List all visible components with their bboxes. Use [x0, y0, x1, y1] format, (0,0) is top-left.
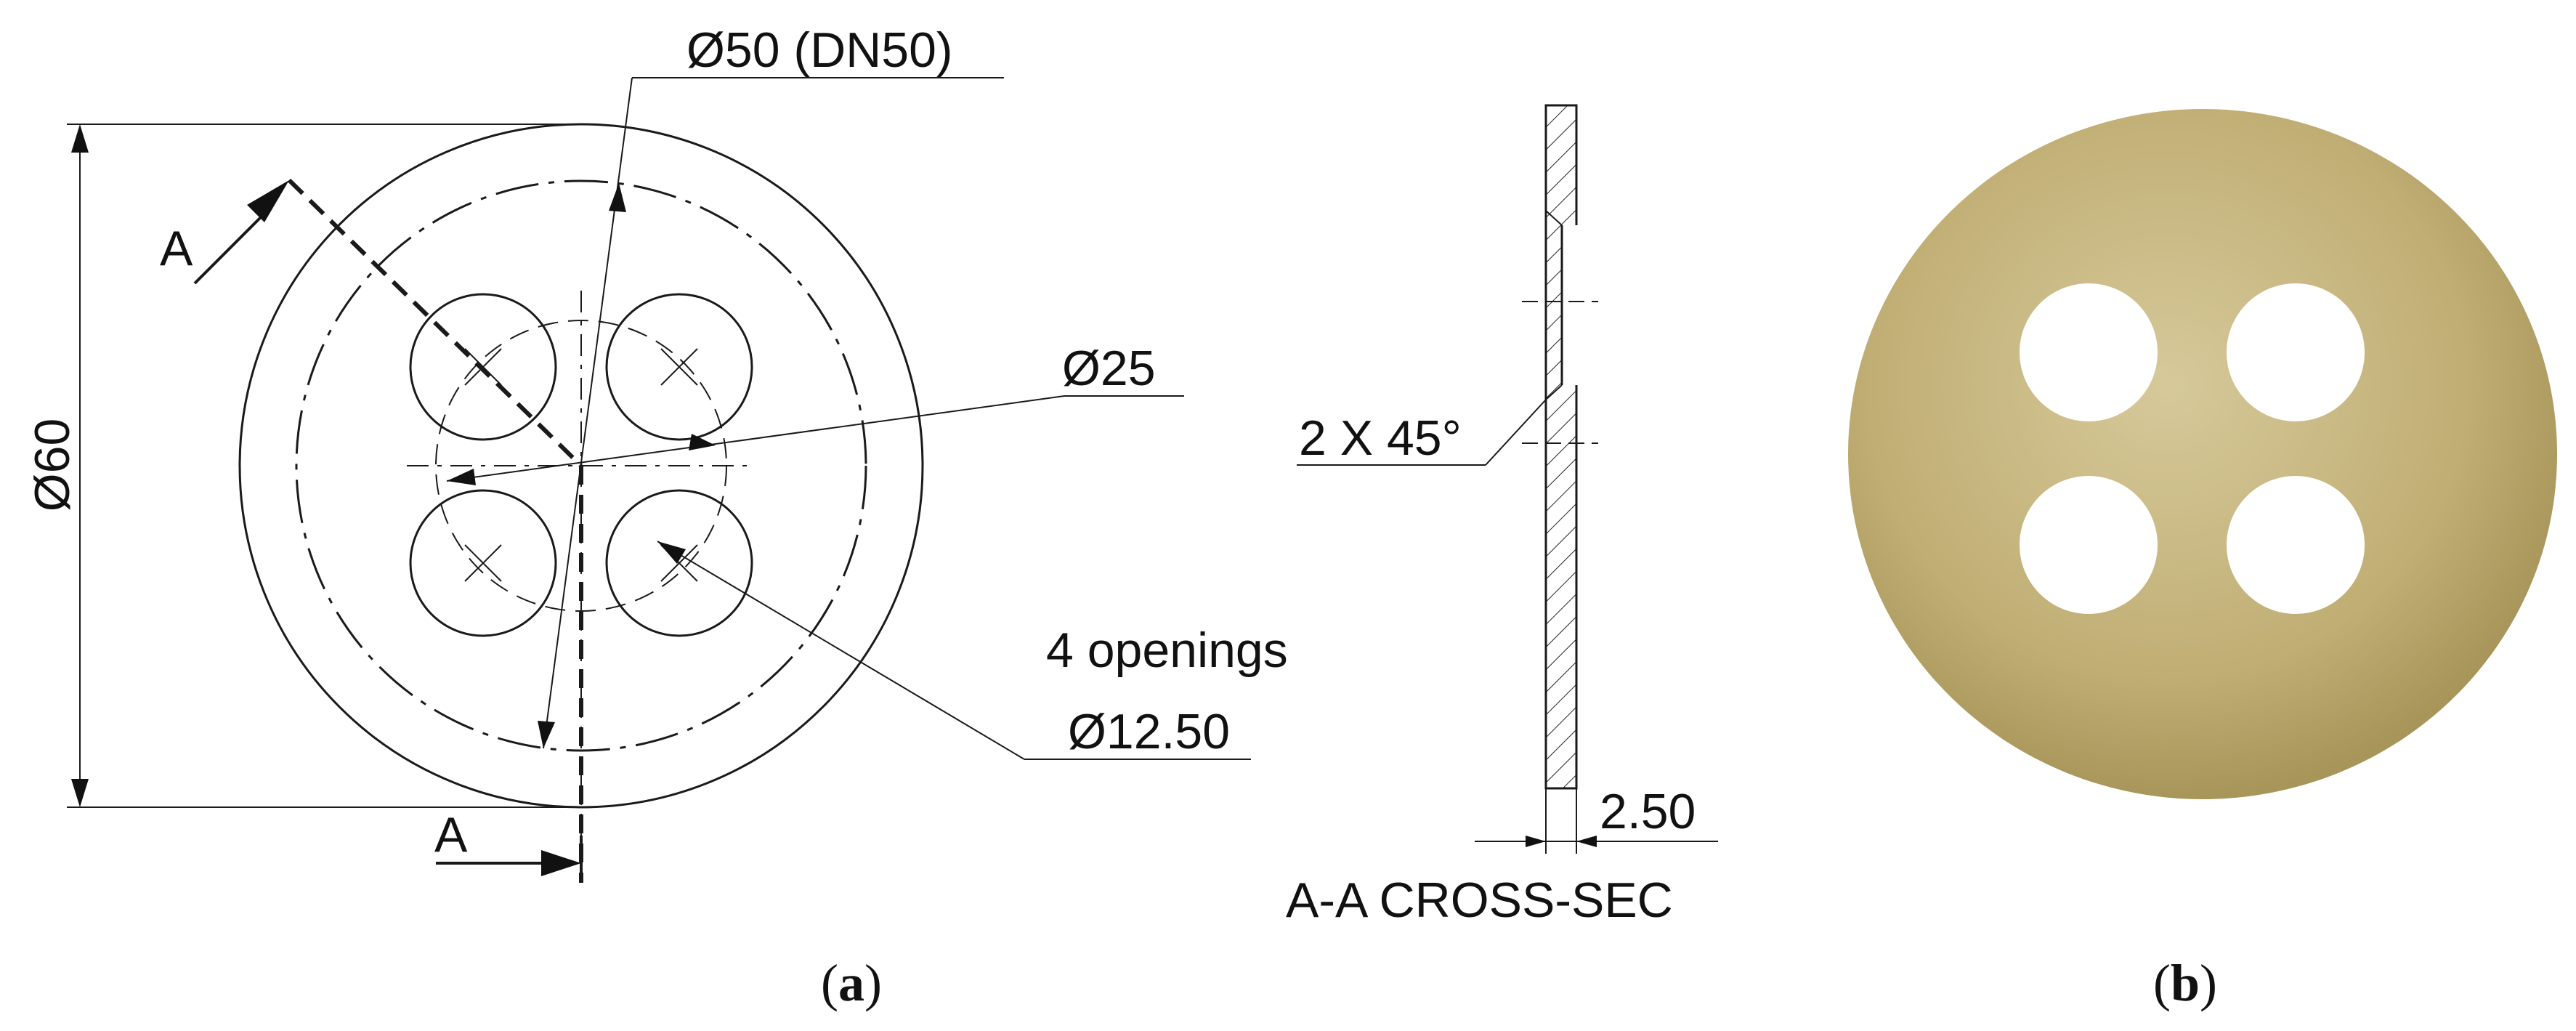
plate-disc: [1848, 109, 2557, 799]
section-line-a-a: [287, 178, 583, 468]
section-a-bottom-label: A: [434, 807, 468, 862]
d60-arrow-top: [71, 124, 89, 153]
dn50-circle: [295, 179, 867, 752]
opening-top-left: [409, 293, 557, 441]
plate-photo: [1848, 109, 2557, 799]
d50-arrow-top: [609, 183, 626, 212]
d1250-leader: [657, 541, 1025, 760]
thickness-arrow-left: [1526, 836, 1546, 847]
cross-section-title: A-A CROSS-SEC: [1286, 873, 1673, 928]
opening-top-right: [605, 293, 753, 441]
caption-b-letter: b: [2171, 954, 2200, 1012]
cross-section-center-marks: [1522, 301, 1598, 444]
photo-hole-bottom-left: [2020, 476, 2158, 614]
cross-section-opening-gap: [1562, 225, 1578, 385]
caption-a-open: (: [821, 954, 838, 1012]
section-arrow-top-head: [247, 180, 289, 222]
d50-arrow-bottom: [538, 721, 555, 748]
section-arrow-top-shaft: [193, 209, 269, 285]
opening-bottom-right: [605, 489, 753, 637]
d25-arrow-left: [447, 469, 476, 485]
openings-label: 4 openings: [1046, 623, 1288, 678]
technical-drawing: [67, 77, 1251, 886]
chamfer-leader: [1485, 399, 1547, 466]
d1250-arrow: [657, 541, 686, 564]
chamfer-bottom: [1545, 384, 1563, 400]
d25-leader: [446, 395, 1065, 482]
chamfer-label: 2 X 45°: [1299, 411, 1462, 466]
d50-leader: [543, 77, 633, 749]
d60-label: Ø60: [25, 419, 80, 512]
d25-arrow-right: [689, 434, 716, 450]
thickness-label: 2.50: [1600, 784, 1696, 839]
caption-b-close: ): [2200, 954, 2217, 1012]
section-arrow-bottom-head: [541, 850, 581, 876]
photo-hole-top-left: [2020, 283, 2158, 421]
cross-section-drawing: [1297, 104, 1718, 854]
photo-hole-top-right: [2227, 283, 2365, 421]
d25-label: Ø25: [1062, 341, 1156, 396]
d60-arrow-bottom: [71, 779, 89, 807]
opening-center-marks: [464, 348, 698, 582]
caption-a-letter: a: [838, 954, 864, 1012]
photo-hole-bottom-right: [2227, 476, 2365, 614]
dn50-label: Ø50 (DN50): [686, 23, 953, 78]
cross-section-body: [1544, 104, 1578, 790]
thickness-arrow-right: [1576, 836, 1597, 847]
caption-b: (b): [2153, 954, 2217, 1012]
opening-bottom-left: [409, 489, 557, 637]
caption-a: (a): [821, 954, 882, 1012]
section-a-top-label: A: [160, 221, 193, 276]
caption-a-close: ): [864, 954, 882, 1012]
chamfer-top: [1545, 210, 1563, 226]
d1250-label: Ø12.50: [1068, 704, 1230, 759]
caption-b-open: (: [2153, 954, 2171, 1012]
